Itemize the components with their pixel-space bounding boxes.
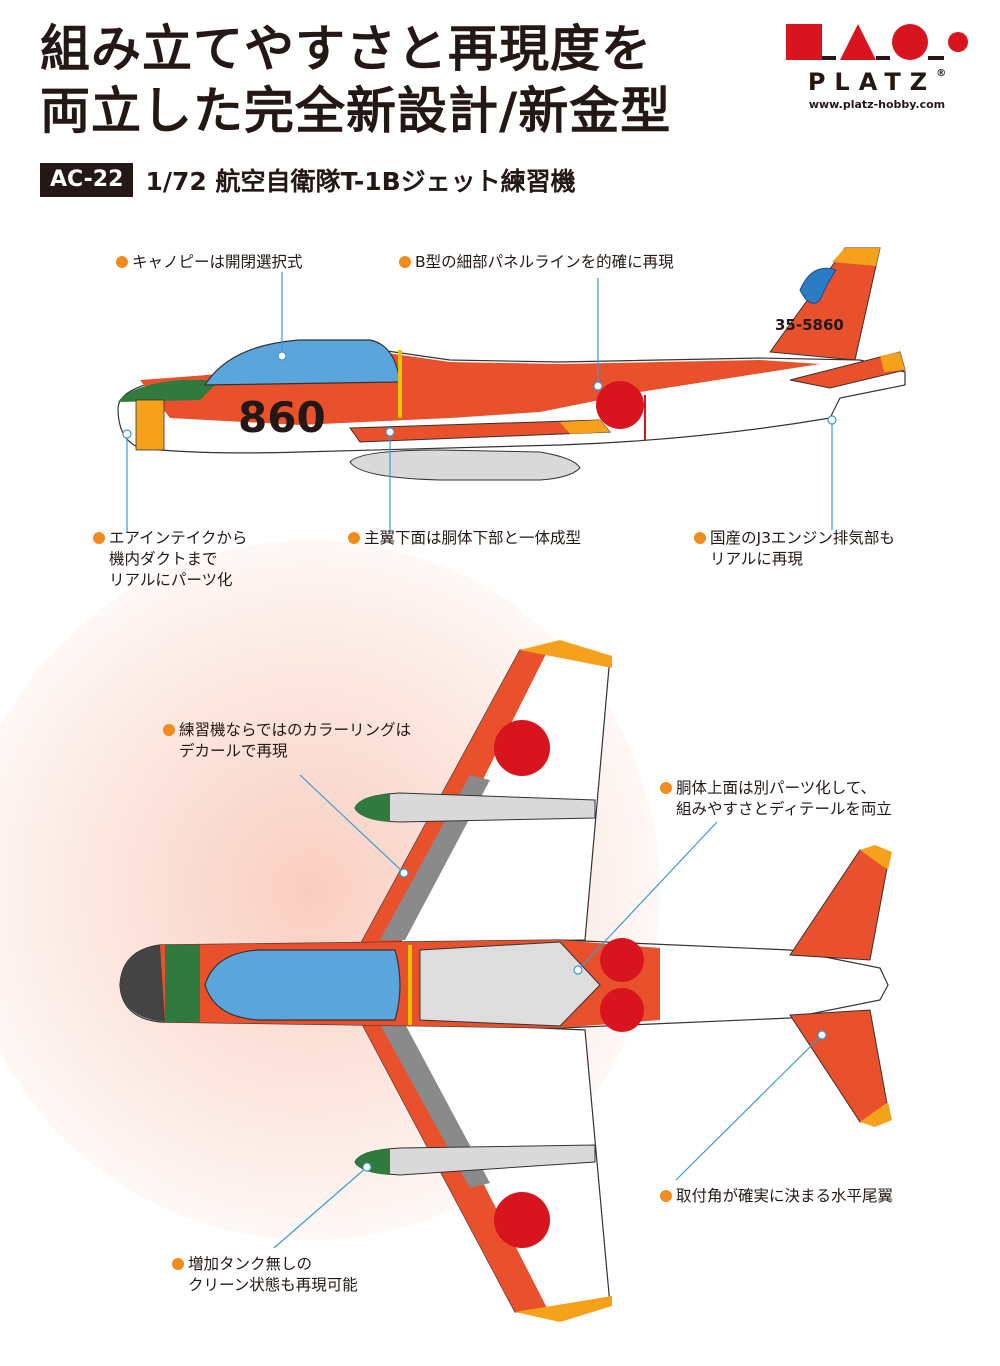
product-subtitle: 1/72 航空自衛隊T-1Bジェット練習機: [145, 167, 576, 196]
callout-line: 組みやすさとディテールを両立: [676, 800, 892, 818]
callout-line: B型の細部パネルラインを的確に再現: [399, 252, 674, 273]
callout-air-intake: エアインテイクから 機内ダクトまで リアルにパーツ化: [93, 528, 247, 591]
callout-panel-lines: B型の細部パネルラインを的確に再現: [399, 252, 674, 273]
callout-text: 練習機ならではのカラーリングは: [179, 721, 412, 739]
callout-line: 機内ダクトまで: [109, 550, 218, 568]
bullet-icon: [399, 256, 411, 268]
callout-text: 国産のJ3エンジン排気部も: [710, 529, 895, 547]
callout-line: 取付角が確実に決まる水平尾翼: [660, 1186, 893, 1207]
bullet-icon: [694, 532, 706, 544]
callout-line: 主翼下面は胴体下部と一体成型: [348, 528, 581, 549]
callout-line: 胴体上面は別パーツ化して、: [660, 778, 892, 799]
side-tail-number: 35-5860: [775, 316, 844, 334]
bullet-icon: [660, 1190, 672, 1202]
callout-line: エアインテイクから: [93, 528, 247, 549]
callout-upper-fuselage: 胴体上面は別パーツ化して、 組みやすさとディテールを両立: [660, 778, 892, 820]
callout-engine-exhaust: 国産のJ3エンジン排気部も リアルに再現: [694, 528, 895, 570]
bullet-icon: [116, 256, 128, 268]
callout-leader-lines: [122, 272, 837, 1249]
callout-text: エアインテイクから: [109, 529, 248, 547]
side-nose-number: 860: [238, 393, 326, 442]
callout-line: デカールで再現: [179, 742, 288, 760]
callout-coloring-decals: 練習機ならではのカラーリングは デカールで再現: [163, 720, 411, 762]
bullet-icon: [348, 532, 360, 544]
bullet-icon: [660, 782, 672, 794]
bullet-icon: [163, 724, 175, 736]
callout-line: リアルにパーツ化: [109, 571, 233, 589]
headline: 組み立てやすさと再現度を 両立した完全新設計/新金型: [40, 18, 671, 142]
callout-line: 増加タンク無しの: [172, 1254, 358, 1275]
headline-line-2: 両立した完全新設計/新金型: [40, 82, 672, 140]
bullet-icon: [172, 1258, 184, 1270]
callout-line: キャノピーは開閉選択式: [116, 252, 303, 273]
logo-shapes-icon: [786, 24, 968, 60]
platz-logo: PLATZ® www.platz-hobby.com: [782, 22, 972, 111]
headline-line-1: 組み立てやすさと再現度を: [40, 20, 652, 78]
callout-clean-configuration: 増加タンク無しの クリーン状態も再現可能: [172, 1254, 358, 1296]
bullet-icon: [93, 532, 105, 544]
callout-line: クリーン状態も再現可能: [188, 1276, 358, 1294]
callout-line: 国産のJ3エンジン排気部も: [694, 528, 895, 549]
callout-line: 練習機ならではのカラーリングは: [163, 720, 411, 741]
callout-line: リアルに再現: [710, 550, 803, 568]
product-subtitle-row: AC-22 1/72 航空自衛隊T-1Bジェット練習機: [40, 162, 576, 198]
callout-text: 胴体上面は別パーツ化して、: [676, 779, 876, 797]
registered-mark: ®: [936, 68, 947, 79]
callout-text: キャノピーは開閉選択式: [132, 253, 303, 271]
callout-canopy: キャノピーは開閉選択式: [116, 252, 303, 273]
callout-text: 取付角が確実に決まる水平尾翼: [676, 1187, 894, 1205]
product-code-badge: AC-22: [40, 163, 134, 197]
callout-horizontal-tail: 取付角が確実に決まる水平尾翼: [660, 1186, 893, 1207]
callout-text: 増加タンク無しの: [188, 1255, 313, 1273]
side-view-aircraft: 860 35-5860: [117, 247, 906, 481]
callout-text: B型の細部パネルラインを的確に再現: [415, 253, 674, 271]
logo-url: www.platz-hobby.com: [808, 98, 946, 111]
callout-text: 主翼下面は胴体下部と一体成型: [364, 529, 582, 547]
tail-emblem-icon: [799, 267, 837, 304]
callout-lower-wing: 主翼下面は胴体下部と一体成型: [348, 528, 581, 549]
logo-wordmark-text: PLATZ: [807, 68, 937, 96]
logo-wordmark: PLATZ®: [782, 68, 972, 96]
